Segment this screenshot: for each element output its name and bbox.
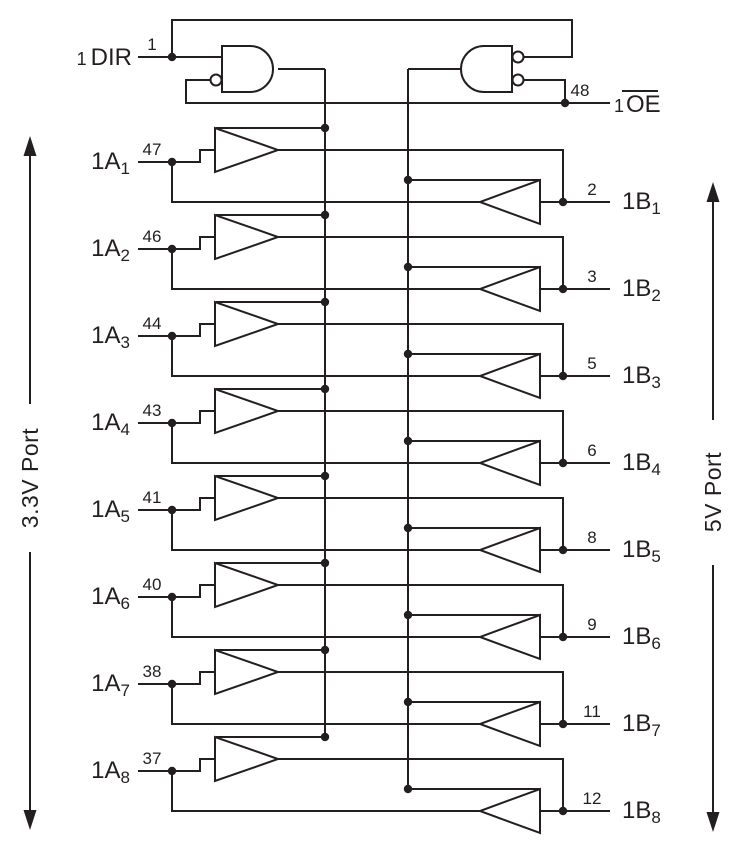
left-gate-input-bubble	[209, 73, 223, 87]
channel-row-2	[137, 209, 611, 312]
channel-row-8	[137, 731, 611, 834]
a-label: 1A3	[91, 322, 130, 352]
nand-gate-left	[221, 45, 274, 93]
b-label: 1B4	[622, 449, 661, 479]
channel-5-labels: 41 1A5 8 1B5	[91, 488, 661, 566]
a-label: 1A8	[91, 757, 130, 787]
a-label: 1A6	[91, 583, 130, 613]
a-pin-number: 44	[143, 314, 162, 333]
right-port-label: 5V Port	[700, 452, 726, 532]
a-label: 1A1	[91, 148, 130, 178]
channel-2-labels: 46 1A2 3 1B2	[91, 227, 661, 305]
b-label: 1B2	[622, 275, 661, 305]
b-label: 1B5	[622, 536, 661, 566]
channel-row-3	[137, 296, 611, 399]
right-arrow-down-head	[706, 812, 720, 832]
dir-to-right-gate-wire	[171, 19, 573, 58]
dir-junction-dot	[167, 52, 177, 62]
b-pin-number: 5	[587, 354, 596, 373]
b-pin-number: 11	[583, 702, 601, 721]
b-pin-number: 2	[587, 180, 596, 199]
channel-row-6	[137, 557, 611, 660]
channel-3-labels: 44 1A3 5 1B3	[91, 314, 661, 392]
b-label: 1B8	[622, 797, 661, 827]
a-pin-number: 41	[143, 488, 162, 507]
b-label: 1B1	[622, 188, 661, 218]
b-label: 1B6	[622, 623, 661, 653]
b-pin-number: 6	[587, 441, 596, 460]
control-wiring	[138, 19, 610, 789]
right-gate-bottom-input-bubble	[511, 73, 525, 87]
a-label: 1A2	[91, 235, 130, 265]
a-pin-number: 40	[143, 575, 162, 594]
b-label: 1B3	[622, 362, 661, 392]
channel-8-labels: 37 1A8 12 1B8	[91, 749, 661, 827]
channel-row-5	[137, 470, 611, 573]
nand-gate-right	[460, 45, 513, 93]
direction-control-gates	[209, 45, 525, 93]
b-pin-number: 9	[587, 615, 596, 634]
b-pin-number: 3	[587, 267, 596, 286]
oe-to-left-gate-wire	[185, 79, 610, 104]
channel-row-1	[137, 122, 611, 225]
a-pin-number: 46	[143, 227, 162, 246]
channel-1-labels: 47 1A1 2 1B1	[91, 140, 661, 218]
a-label: 1A7	[91, 670, 130, 700]
channel-7-labels: 38 1A7 11 1B7	[91, 662, 661, 740]
a-label: 1A4	[91, 409, 130, 439]
right-arrow-up-head	[706, 182, 720, 202]
dir-pin-number: 1	[147, 35, 156, 54]
a-pin-number: 43	[143, 401, 162, 420]
left-arrow-up-head	[23, 136, 37, 156]
port-arrow-left: 3.3V Port	[17, 136, 43, 830]
right-gate-top-input-bubble	[511, 50, 525, 64]
a-pin-number: 38	[143, 662, 162, 681]
b-pin-number: 8	[587, 528, 596, 547]
oe-label: 1OE	[614, 91, 661, 118]
channel-row-4	[137, 383, 611, 486]
oe-junction-dot	[560, 98, 570, 108]
b-label: 1B7	[622, 710, 661, 740]
channel-4-labels: 43 1A4 6 1B4	[91, 401, 661, 479]
channel-row-7	[137, 644, 611, 747]
a-label: 1A5	[91, 496, 130, 526]
oe-pin-number: 48	[571, 81, 590, 100]
a-pin-number: 47	[143, 140, 162, 159]
left-arrow-down-head	[23, 810, 37, 830]
port-arrow-right: 5V Port	[700, 182, 726, 832]
b-pin-number: 12	[583, 789, 602, 808]
a-pin-number: 37	[143, 749, 162, 768]
left-port-label: 3.3V Port	[17, 428, 43, 528]
oe-to-right-gate-wire	[524, 79, 566, 103]
channel-6-labels: 40 1A6 9 1B6	[91, 575, 661, 653]
